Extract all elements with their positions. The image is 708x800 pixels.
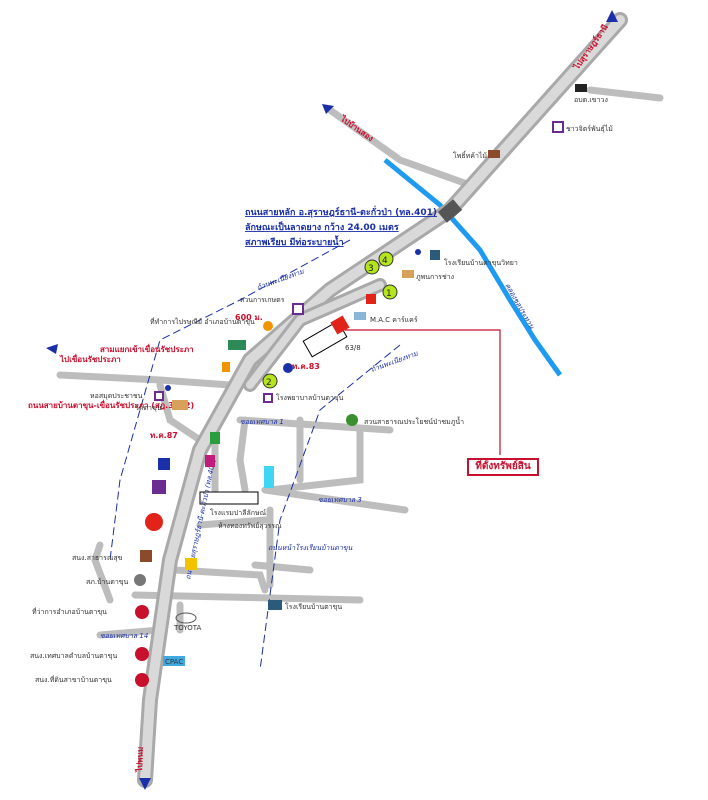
marker-2: 2 (262, 373, 278, 389)
toyota-icon (175, 612, 197, 624)
temple-icon (172, 400, 188, 410)
post-icon (263, 321, 273, 331)
gas-station-icon (283, 363, 293, 373)
agri-office-label: สวนการเกษตร (240, 296, 285, 304)
property-parcel (302, 315, 350, 358)
police-icon (134, 574, 146, 586)
land-label: สนง.ที่ดินสาขาบ้านตาขุน (35, 675, 112, 684)
phuphan-label: ภูพนการช่าง (416, 273, 454, 281)
side-road-label: ถนนสายบ้านตาขุน-เขื่อนรัชประภา (สฎ.3062) (28, 399, 194, 411)
svg-text:4: 4 (382, 256, 388, 266)
health-office-icon (140, 550, 152, 562)
cpac-icon (163, 656, 185, 666)
school-label: โรงเรียนบ้านตาขุน (285, 602, 342, 611)
village-b-label: ถ้านพะเนียงทาม (370, 349, 419, 373)
hospital-pin-icon (263, 393, 273, 403)
seven-eleven-icon (210, 432, 220, 444)
direction-arrows (46, 10, 618, 790)
health-label: สนง.สาธารณสุข (72, 554, 123, 562)
svg-text:1: 1 (386, 289, 392, 299)
main-highway (137, 12, 628, 788)
target-pointer (345, 329, 501, 455)
bank-4-icon (152, 480, 166, 494)
to-bansong-label: ไปบ้านสอง (338, 113, 376, 143)
bank-icon (228, 340, 246, 350)
aorboto-label: อบต.เขาวง (574, 96, 608, 104)
highway-info-1: ถนนสายหลัก อ.สุราษฎร์ธานี-ตะกั่วป่า (ทล.… (245, 205, 437, 218)
chaochit-label: ชาวจิตร์พันธุ์ไม้ (566, 124, 613, 133)
highway-info-3: สภาพเรียบ มีท่อระบายน้ำ (245, 235, 344, 248)
irrigation-canal (383, 158, 563, 377)
bank-2-icon (205, 455, 215, 467)
school-witthaya-label: โรงเรียนบ้านตาขุนวิทยา (444, 258, 518, 267)
water-tower-icon (264, 466, 274, 488)
garuda-2-icon (135, 647, 149, 661)
soi-1-label: ซอยเทศบาล 1 (240, 418, 284, 426)
school-road-label: ถนนหน้าโรงเรียนบ้านตาขุน (268, 543, 353, 552)
agri-pin-icon (292, 303, 304, 315)
building-icon (575, 84, 587, 92)
marker-1: 1 (382, 284, 398, 300)
park-label: สวนสาธารณประโยชน์ป่าชมภูน้ำ (364, 415, 464, 426)
plot-label: 63/8 (345, 344, 361, 352)
distance-label: 600 ม. (235, 313, 263, 322)
ptt-b-label: ท.ค.87 (150, 431, 178, 440)
marker-4: 4 (378, 251, 394, 267)
library-label: หอสมุดประชาชน (90, 392, 143, 400)
gold-label: ห้างทองทรัพย์สุวรรณ (218, 522, 282, 530)
junction-label: สามแยกเข้าเขื่อนรัชประภา (100, 343, 194, 354)
local-roads (56, 86, 664, 639)
info-point (415, 249, 421, 255)
bank-3-icon (158, 458, 170, 470)
phosit-label: โพธิ์ทค้าไม้ (453, 150, 487, 160)
school-2-icon (268, 600, 282, 610)
soi-14-label: ซอยเทศบาล 14 (100, 632, 148, 640)
ptt-a-label: ท.ค.83 (292, 362, 320, 371)
boundary-lines (109, 239, 401, 671)
canal-label: คลองชลประทาน (503, 282, 535, 330)
municipal-label: สนง.เทศบาลตำบลบ้านตาขุน (30, 652, 117, 660)
hotel-label: โรงแรมปาลีลักษณ์ (210, 508, 267, 517)
park-icon (346, 414, 358, 426)
property-location-label: ที่ตั้งทรัพย์สิน (467, 458, 539, 476)
to-ratchaprapha-label: ไปเขื่อนรัชประภา (59, 353, 121, 364)
shop-2-icon (222, 362, 230, 372)
place-pin-icon (552, 121, 564, 133)
village-a-label: ถ้านพะเนียงทาม (256, 267, 305, 291)
school-icon (430, 250, 440, 260)
garuda-3-icon (135, 673, 149, 687)
shell-icon (185, 558, 197, 570)
toyota-label: TOYOTA (173, 624, 202, 632)
soi-3-label: ซอยเทศบาล 3 (318, 496, 362, 504)
district-label: ที่ว่าการอำเภอบ้านตาขุน (32, 607, 107, 616)
mac-logo-icon (366, 294, 376, 304)
library-pin-icon (154, 391, 164, 401)
hospital-label: โรงพยาบาลบ้านตาขุน (276, 393, 344, 402)
side-road-point (165, 385, 171, 391)
svg-text:3: 3 (368, 264, 374, 274)
bridge (437, 199, 463, 223)
svg-text:2: 2 (266, 378, 272, 388)
shop-icon (488, 150, 500, 158)
honda-icon (145, 513, 163, 531)
post-office-label: ที่ทำการไปรษณีย์ อำเภอบ้านตาขุน (150, 317, 255, 326)
garuda-1-icon (135, 605, 149, 619)
wat-label: วัดตาขุน (135, 404, 162, 412)
police-label: สภ.บ้านตาขุน (86, 578, 129, 586)
mac-label: M.A.C คาร์แคร์ (370, 316, 418, 324)
cpac-label: CPAC (165, 658, 183, 666)
hotel-building (199, 491, 259, 505)
car-icon (354, 312, 366, 320)
garage-icon (402, 270, 414, 278)
to-phanom-label: ไปพนม (134, 747, 145, 773)
highway-info-2: ลักษณะเป็นลาดยาง กว้าง 24.00 เมตร (245, 220, 399, 233)
marker-3: 3 (364, 259, 380, 275)
